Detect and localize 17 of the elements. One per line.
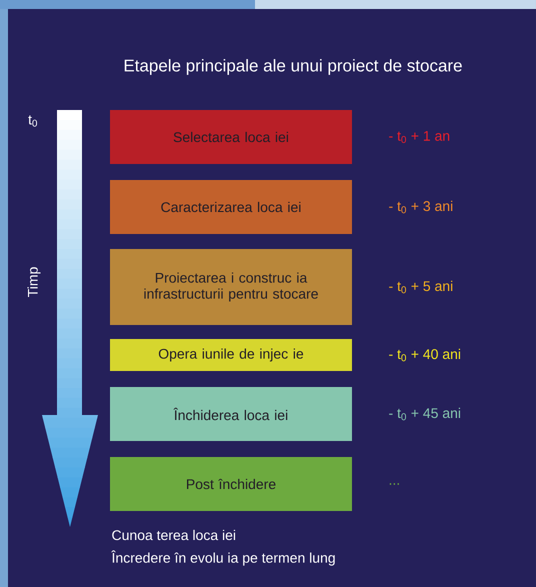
time-label: - t$_{0}$ + 45 ani xyxy=(389,408,460,420)
stage-box: Post închidere xyxy=(110,457,352,511)
note-text: Cunoa terea loca iei xyxy=(112,530,236,540)
time-label: - t$_{0}$ + 3 ani xyxy=(389,200,452,214)
stage-box: Proiectarea i construc ia infrastructurii pentru stocare xyxy=(110,249,352,325)
stage-box: Închiderea loca iei xyxy=(110,387,352,441)
time-origin-label: t$_{0}$ xyxy=(28,115,38,127)
stage-box: Opera iunile de injec ie xyxy=(110,339,352,371)
time-label: - t$_{0}$ + 40 ani xyxy=(389,348,460,362)
stage-box: Selectarea loca iei xyxy=(110,110,352,164)
time-label: ... xyxy=(390,483,399,485)
note-text: Încredere în evolu ia pe termen lung xyxy=(111,550,335,566)
stage-box: Caracterizarea loca iei xyxy=(110,180,352,234)
title: Etapele principale ale unui proiect de stocare xyxy=(124,59,462,75)
time-label: - t$_{0}$ + 1 an xyxy=(389,131,450,143)
time-label: - t$_{0}$ + 5 ani xyxy=(389,280,452,294)
axis-label: Timp xyxy=(27,267,41,297)
